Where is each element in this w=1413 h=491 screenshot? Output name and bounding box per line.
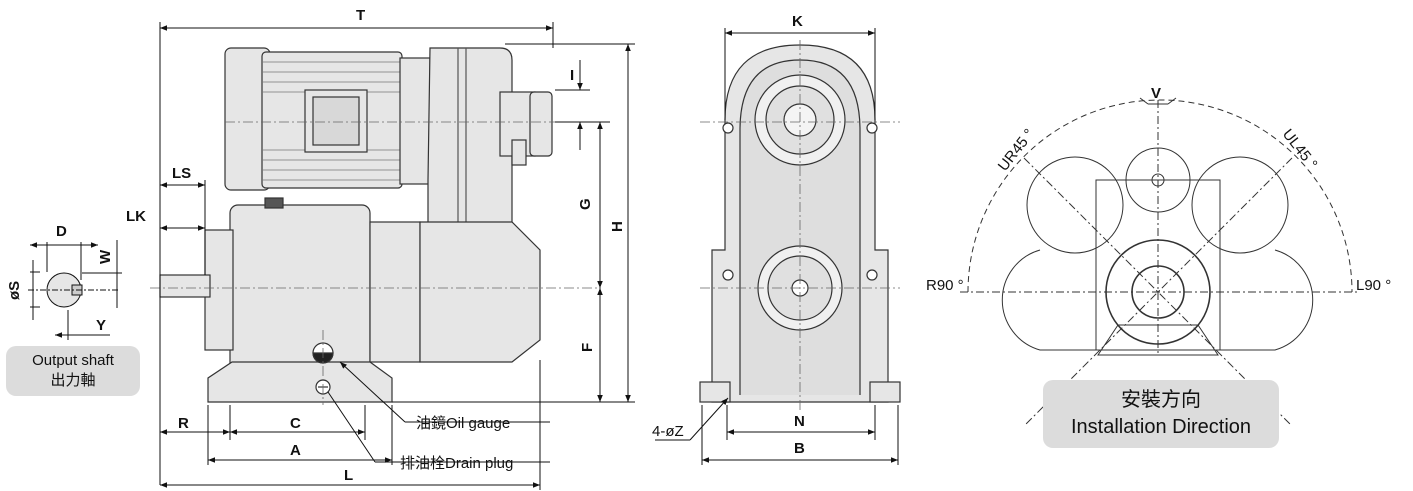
front-view — [699, 40, 901, 410]
output-shaft-line1: Output shaft — [32, 352, 114, 369]
installation-direction-label: 安裝方向 Installation Direction — [1043, 380, 1279, 448]
installation-diagram — [960, 97, 1360, 427]
output-shaft-section — [28, 240, 122, 340]
installation-title-en: Installation Direction — [1070, 416, 1252, 438]
installation-title-zh: 安裝方向 — [1121, 389, 1201, 411]
motor — [224, 47, 431, 191]
front-dimensions — [655, 28, 899, 465]
side-dimensions — [159, 22, 635, 490]
output-shaft-label: Output shaft 出力軸 — [6, 346, 140, 396]
side-view — [150, 47, 600, 405]
gear-housing — [229, 204, 371, 376]
output-shaft-line2: 出力軸 — [50, 372, 96, 389]
base-foot — [207, 361, 393, 403]
